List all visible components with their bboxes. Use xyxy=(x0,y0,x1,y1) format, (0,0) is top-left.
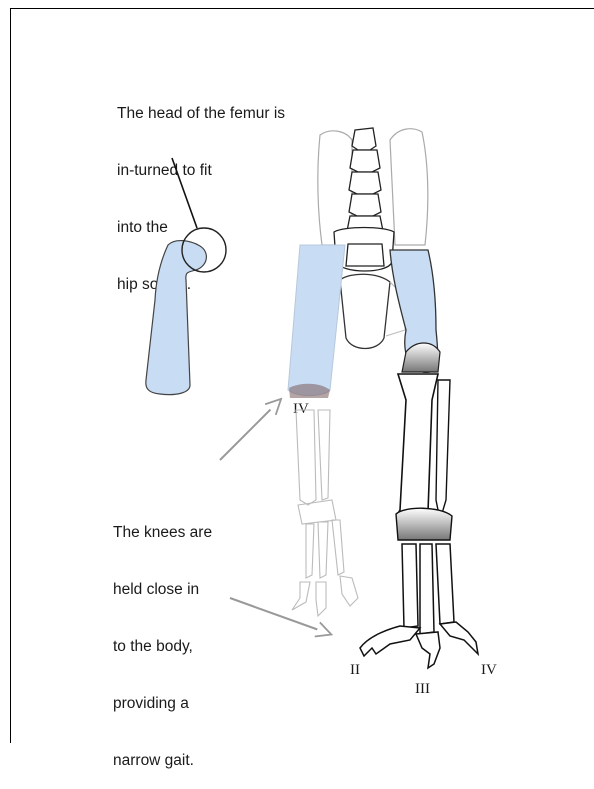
right-metatarsal-iii xyxy=(420,544,434,634)
left-ankle xyxy=(298,500,336,524)
left-tibia xyxy=(296,410,316,505)
right-metatarsal-iv xyxy=(436,544,454,624)
right-tibia xyxy=(398,374,438,528)
left-metatarsal xyxy=(332,520,344,575)
right-toe-iv xyxy=(440,622,478,654)
left-metatarsal xyxy=(306,524,314,578)
vertebra xyxy=(352,128,376,150)
pubis xyxy=(340,274,390,348)
left-femur xyxy=(288,245,345,396)
vertebra xyxy=(349,172,381,194)
femur-pointer-line xyxy=(172,158,197,228)
right-fibula xyxy=(436,380,450,520)
left-toe xyxy=(292,582,310,610)
isolated-femur-bone xyxy=(146,241,207,395)
left-toe xyxy=(316,582,326,616)
knee-arrow xyxy=(220,400,280,460)
right-toe-ii xyxy=(360,626,420,656)
skeleton-illustration xyxy=(0,0,594,743)
isolated-femur xyxy=(146,158,226,395)
knee-annotation-line-5: narrow gait. xyxy=(113,751,212,770)
vertebra xyxy=(349,194,381,216)
right-metatarsal-ii xyxy=(402,544,418,628)
right-foot xyxy=(360,544,478,668)
left-metatarsal xyxy=(318,522,328,578)
left-fibula xyxy=(318,410,330,500)
pelvis-right-wing xyxy=(390,129,428,245)
foot-arrow xyxy=(230,598,330,634)
left-toe xyxy=(340,576,358,606)
vertebra xyxy=(350,150,380,172)
right-toe-iii xyxy=(416,632,440,668)
left-lower-leg xyxy=(292,410,358,616)
right-ankle xyxy=(396,508,452,540)
